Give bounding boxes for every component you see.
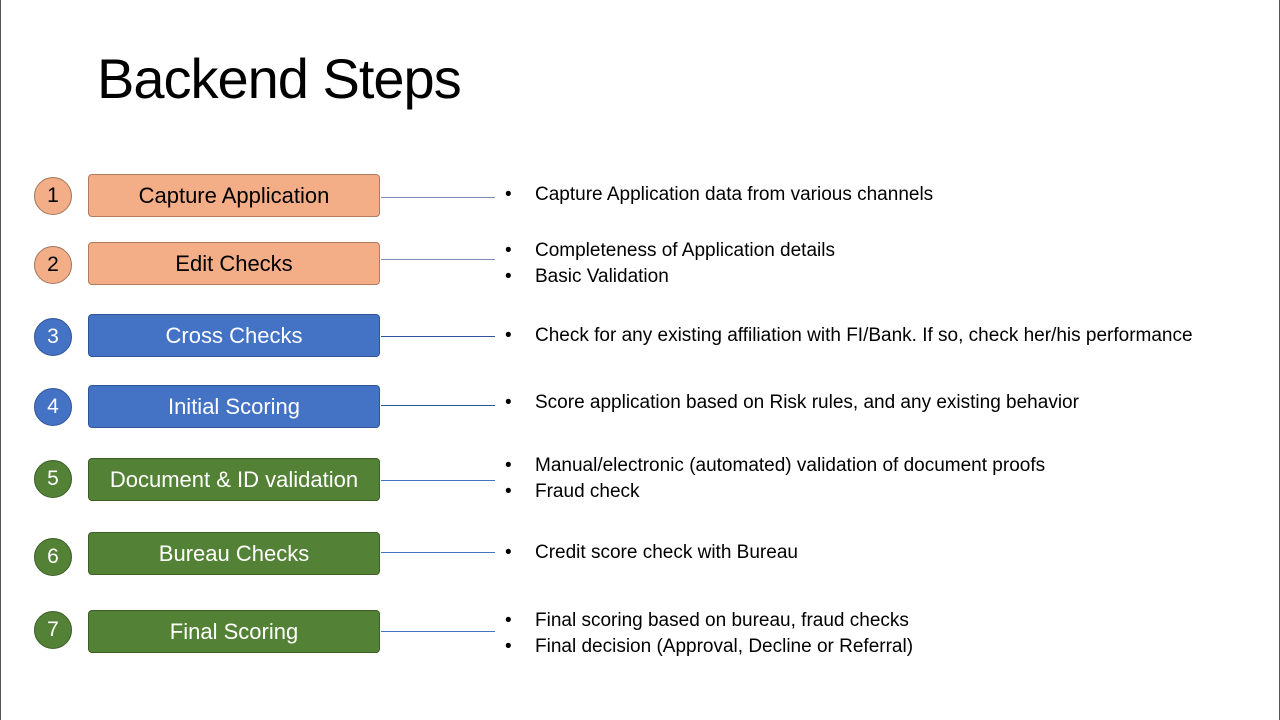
step-6-connector (381, 552, 495, 553)
step-7-bullet-1-text: Final scoring based on bureau, fraud che… (535, 610, 909, 631)
step-2-number: 2 (34, 246, 72, 284)
step-5-connector (381, 480, 495, 481)
step-3-bullet-1: • Check for any existing affiliation with… (505, 325, 1193, 347)
step-2-connector (381, 259, 495, 260)
bullet-dot: • (505, 455, 512, 476)
bullet-dot: • (505, 610, 512, 631)
step-5-bullet-1-text: Manual/electronic (automated) validation… (535, 455, 1046, 476)
step-2-bullet-2: • Basic Validation (505, 266, 669, 288)
step-4-box: Initial Scoring (88, 385, 380, 428)
bullet-dot: • (505, 392, 512, 413)
step-6-box: Bureau Checks (88, 532, 380, 575)
step-6-number: 6 (34, 538, 72, 576)
step-7-number: 7 (34, 611, 72, 649)
step-4-bullet-1-text: Score application based on Risk rules, a… (535, 392, 1079, 413)
bullet-dot: • (505, 636, 512, 657)
step-1-number: 1 (34, 177, 72, 215)
step-1-bullet-1-text: Capture Application data from various ch… (535, 184, 934, 205)
step-6-bullet-1-text: Credit score check with Bureau (535, 542, 798, 563)
step-3-connector (381, 336, 495, 337)
step-7-box: Final Scoring (88, 610, 380, 653)
step-4-number: 4 (34, 388, 72, 426)
step-7-bullet-1: • Final scoring based on bureau, fraud ch… (505, 610, 909, 632)
step-2-bullet-1-text: Completeness of Application details (535, 240, 835, 261)
step-7-bullet-2: • Final decision (Approval, Decline or Re… (505, 636, 913, 658)
bullet-dot: • (505, 481, 512, 502)
bullet-dot: • (505, 184, 512, 205)
step-4-connector (381, 405, 495, 406)
step-1-box: Capture Application (88, 174, 380, 217)
step-5-bullet-2-text: Fraud check (535, 481, 640, 502)
step-7-bullet-2-text: Final decision (Approval, Decline or Ref… (535, 636, 914, 657)
step-5-bullet-1: • Manual/electronic (automated) validatio… (505, 455, 1045, 477)
bullet-dot: • (505, 325, 512, 346)
step-4-bullet-1: • Score application based on Risk rules, … (505, 392, 1079, 414)
bullet-dot: • (505, 542, 512, 563)
step-5-number: 5 (34, 460, 72, 498)
step-3-box: Cross Checks (88, 314, 380, 357)
step-2-bullet-1: • Completeness of Application details (505, 240, 835, 262)
step-7-connector (381, 631, 495, 632)
bullet-dot: • (505, 240, 512, 261)
step-3-bullet-1-text: Check for any existing affiliation with … (535, 325, 1193, 346)
step-2-bullet-2-text: Basic Validation (535, 266, 669, 287)
step-5-box: Document & ID validation (88, 458, 380, 501)
slide-left-border (0, 0, 1, 720)
step-2-box: Edit Checks (88, 242, 380, 285)
step-6-bullet-1: • Credit score check with Bureau (505, 542, 798, 564)
step-5-bullet-2: • Fraud check (505, 481, 640, 503)
slide-title: Backend Steps (97, 47, 462, 110)
step-1-connector (381, 197, 495, 198)
step-1-bullet-1: • Capture Application data from various c… (505, 184, 933, 206)
bullet-dot: • (505, 266, 512, 287)
step-3-number: 3 (34, 318, 72, 356)
